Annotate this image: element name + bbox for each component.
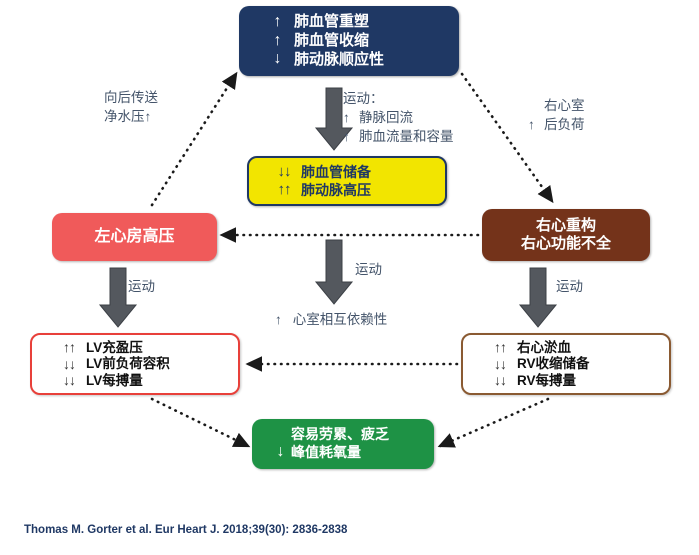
annotation-line: 向后传送: [104, 90, 158, 105]
box-line: ↓↓ RV收缩储备: [483, 356, 649, 373]
annotation-text: 后负荷: [544, 117, 585, 133]
annotation-exercise-right: 运动: [556, 279, 583, 294]
box-line: ↑↑ LV充盈压: [52, 339, 218, 356]
arrow-glyph: ↓: [273, 50, 282, 68]
arrow-rh-to-rv: [518, 267, 558, 328]
annotation-line: 净水压↑: [104, 109, 152, 125]
arrow-glyph: ↑: [273, 12, 282, 30]
box-right-heart-remodeling: 右心重构 右心功能不全: [482, 209, 650, 261]
annotation-line: ↑ 静脉回流: [343, 108, 454, 127]
annotation-exercise-left: 运动: [128, 279, 155, 294]
box-line: 右心重构: [536, 217, 596, 235]
box-pulmonary-vascular: ↑ 肺血管重塑 ↑ 肺血管收缩 ↓ 肺动脉顺应性: [239, 6, 459, 76]
annotation-line: ↑ 后负荷: [528, 115, 585, 134]
line-text: RV收缩储备: [517, 356, 590, 372]
annotation-text: 右心室: [544, 98, 585, 113]
annotation-text: 心室相互依赖性: [292, 312, 388, 327]
dotted-rv-to-symptoms: [437, 397, 550, 448]
arrow-glyph: ↓: [276, 442, 285, 460]
annotation-rv-afterload: 右心室 ↑ 后负荷: [528, 96, 585, 134]
arrow-glyph: ↑: [273, 31, 282, 49]
box-left-atrial-hypertension: 左心房高压: [52, 213, 217, 261]
line-text: 左心房高压: [94, 227, 175, 245]
arrow-yellow-to-interdependence: [314, 239, 354, 305]
box-rv-outcomes: ↑↑ 右心淤血 ↓↓ RV收缩储备 ↓↓ RV每搏量: [461, 333, 671, 395]
arrow-glyph: ↓↓: [63, 355, 76, 372]
box-line: ↑ 肺血管重塑: [260, 13, 438, 32]
line-text: 峰值耗氧量: [291, 443, 361, 460]
annotation-heading: 运动：: [343, 91, 384, 106]
annotation-text: 静脉回流: [359, 110, 413, 126]
arrow-glyph: ↑↑: [63, 339, 76, 356]
box-line: ↓↓ LV前负荷容积: [52, 356, 218, 373]
annotation-line: ↑ 肺血流量和容量: [343, 127, 454, 146]
line-text: 右心功能不全: [520, 235, 611, 252]
line-text: LV每搏量: [86, 372, 143, 388]
line-text: 肺血管重塑: [294, 13, 370, 31]
box-symptoms: 容易劳累、疲乏 ↓ 峰值耗氧量: [252, 419, 434, 469]
box-line: 右心功能不全: [521, 235, 611, 253]
annotation-text: 肺血流量和容量: [359, 129, 454, 145]
arrow-glyph: ↓↓: [494, 372, 507, 389]
box-lv-outcomes: ↑↑ LV充盈压 ↓↓ LV前负荷容积 ↓↓ LV每搏量: [30, 333, 240, 395]
dotted-lv-to-symptoms: [150, 397, 251, 448]
dotted-la-to-pulmonary: [150, 71, 238, 207]
arrow-glyph: ↑: [528, 117, 535, 133]
arrow-glyph: ↑↑: [277, 181, 292, 198]
citation-text: Thomas M. Gorter et al. Eur Heart J. 201…: [24, 524, 348, 536]
line-text: RV每搏量: [517, 372, 577, 388]
line-text: LV前负荷容积: [86, 356, 170, 372]
annotation-ventricular-interdependence: ↑ 心室相互依赖性: [275, 310, 387, 329]
line-text: LV充盈压: [86, 339, 143, 355]
line-text: 容易劳累、疲乏: [291, 426, 389, 443]
box-line: ↑↑ 肺动脉高压: [267, 181, 427, 199]
dotted-pulmonary-to-rightheart: [460, 72, 554, 204]
annotation-line: 右心室: [528, 96, 585, 115]
box-line: ↓ 肺动脉顺应性: [260, 50, 438, 69]
line-text: 肺动脉顺应性: [294, 51, 385, 69]
line-text: 肺动脉高压: [301, 181, 371, 198]
line-text: 右心重构: [535, 217, 596, 235]
arrow-glyph: ↓↓: [277, 163, 292, 181]
arrow-glyph: ↓↓: [494, 355, 507, 372]
box-line: 容易劳累、疲乏: [269, 426, 417, 443]
annotation-exercise-middle: 运动: [355, 262, 382, 277]
arrow-glyph: ↑↑: [494, 339, 507, 356]
arrow-glyph: ↑: [343, 129, 350, 145]
box-line: ↓↓ 肺血管储备: [267, 163, 427, 181]
arrow-glyph: ↑: [343, 110, 350, 126]
annotation-exercise-center: 运动： ↑ 静脉回流 ↑ 肺血流量和容量: [343, 89, 454, 146]
box-line: ↓↓ RV每搏量: [483, 372, 649, 389]
box-line: ↓ 峰值耗氧量: [269, 443, 417, 462]
line-text: 右心淤血: [517, 339, 571, 355]
annotation-backward-transmission: 向后传送 净水压↑: [104, 88, 158, 126]
line-text: 肺血管储备: [301, 163, 371, 180]
box-line: 左心房高压: [94, 228, 174, 247]
arrow-glyph: ↓↓: [63, 372, 76, 389]
box-line: ↓↓ LV每搏量: [52, 372, 218, 389]
box-pulmonary-reserve: ↓↓ 肺血管储备 ↑↑ 肺动脉高压: [247, 156, 447, 206]
arrow-glyph: ↑: [275, 312, 282, 327]
line-text: 肺血管收缩: [294, 32, 370, 50]
box-line: ↑ 肺血管收缩: [260, 32, 438, 51]
box-line: ↑↑ 右心淤血: [483, 339, 649, 356]
